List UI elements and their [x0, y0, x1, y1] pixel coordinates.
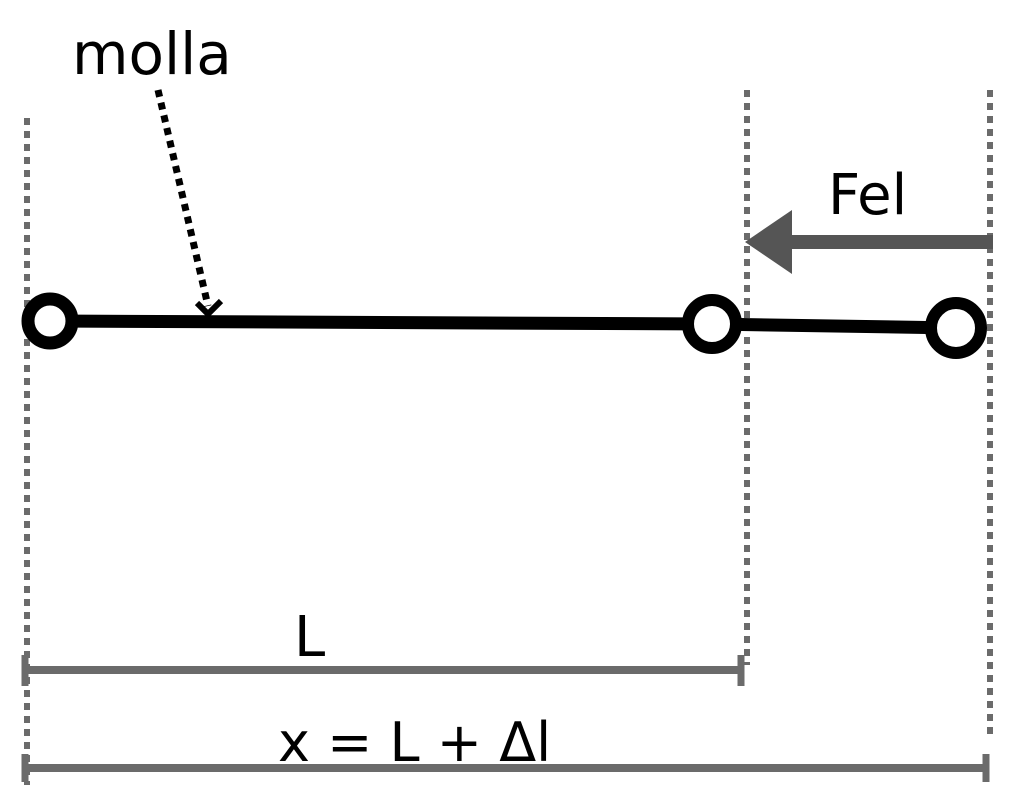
force-label: Fel: [828, 163, 907, 228]
rest-position-point: [682, 294, 742, 354]
spring-line-rest: [51, 314, 713, 331]
spring-pointer-arrowhead: [194, 298, 224, 319]
rest-length-label: L: [294, 605, 325, 670]
stretched-length-label: x = L + Δl: [278, 711, 551, 774]
force-arrow-head: [745, 210, 792, 274]
stretched-position-point: [925, 297, 987, 359]
spring-line-extension: [711, 317, 957, 335]
anchor-point: [21, 292, 79, 350]
spring-pointer-arrow: [154, 89, 212, 307]
spring-label: molla: [72, 20, 232, 88]
